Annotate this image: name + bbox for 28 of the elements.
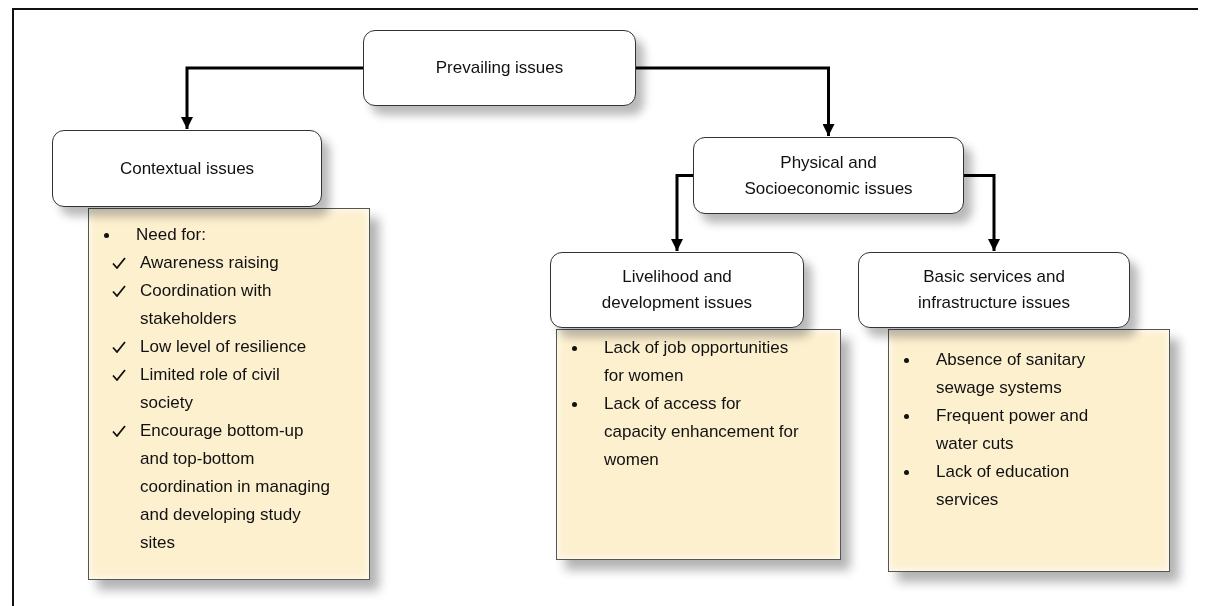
list-item-text: Lack of education services <box>936 461 1071 511</box>
arrow <box>181 66 363 129</box>
heading-text: Basic services and infrastructure issues <box>916 266 1072 314</box>
list-item-text: Need for: <box>136 224 206 246</box>
arrow <box>671 174 693 251</box>
heading-box <box>693 137 964 214</box>
list-item-text: Awareness raising <box>140 252 279 274</box>
heading-box <box>550 252 804 328</box>
list-item-text: Frequent power and water cuts <box>936 405 1090 455</box>
arrow <box>636 66 835 136</box>
list-item-text: Low level of resilience <box>140 336 307 358</box>
heading-box <box>858 252 1130 328</box>
heading-text: Prevailing issues <box>435 57 564 79</box>
list-item-text: Lack of access for capacity enhancement for women <box>604 393 800 471</box>
heading-text: Livelihood and development issues <box>600 266 754 314</box>
list-item-text: Absence of sanitary sewage systems <box>936 349 1087 399</box>
arrow <box>964 174 1000 251</box>
list-item-text: Encourage bottom-up and top-bottom coordination in managing and developing study sites <box>140 420 330 554</box>
list-item-text: Coordination with stakeholders <box>140 280 273 330</box>
heading-box <box>52 130 322 207</box>
list-item-text: Lack of job opportunities for women <box>604 337 790 387</box>
heading-box <box>363 30 636 106</box>
list-item-text: Limited role of civil society <box>140 364 281 414</box>
note-panel <box>556 329 841 560</box>
note-panel <box>888 329 1170 572</box>
heading-text: Contextual issues <box>119 157 255 180</box>
heading-text: Physical and Socioeconomic issues <box>743 151 914 200</box>
note-panel <box>88 208 370 580</box>
